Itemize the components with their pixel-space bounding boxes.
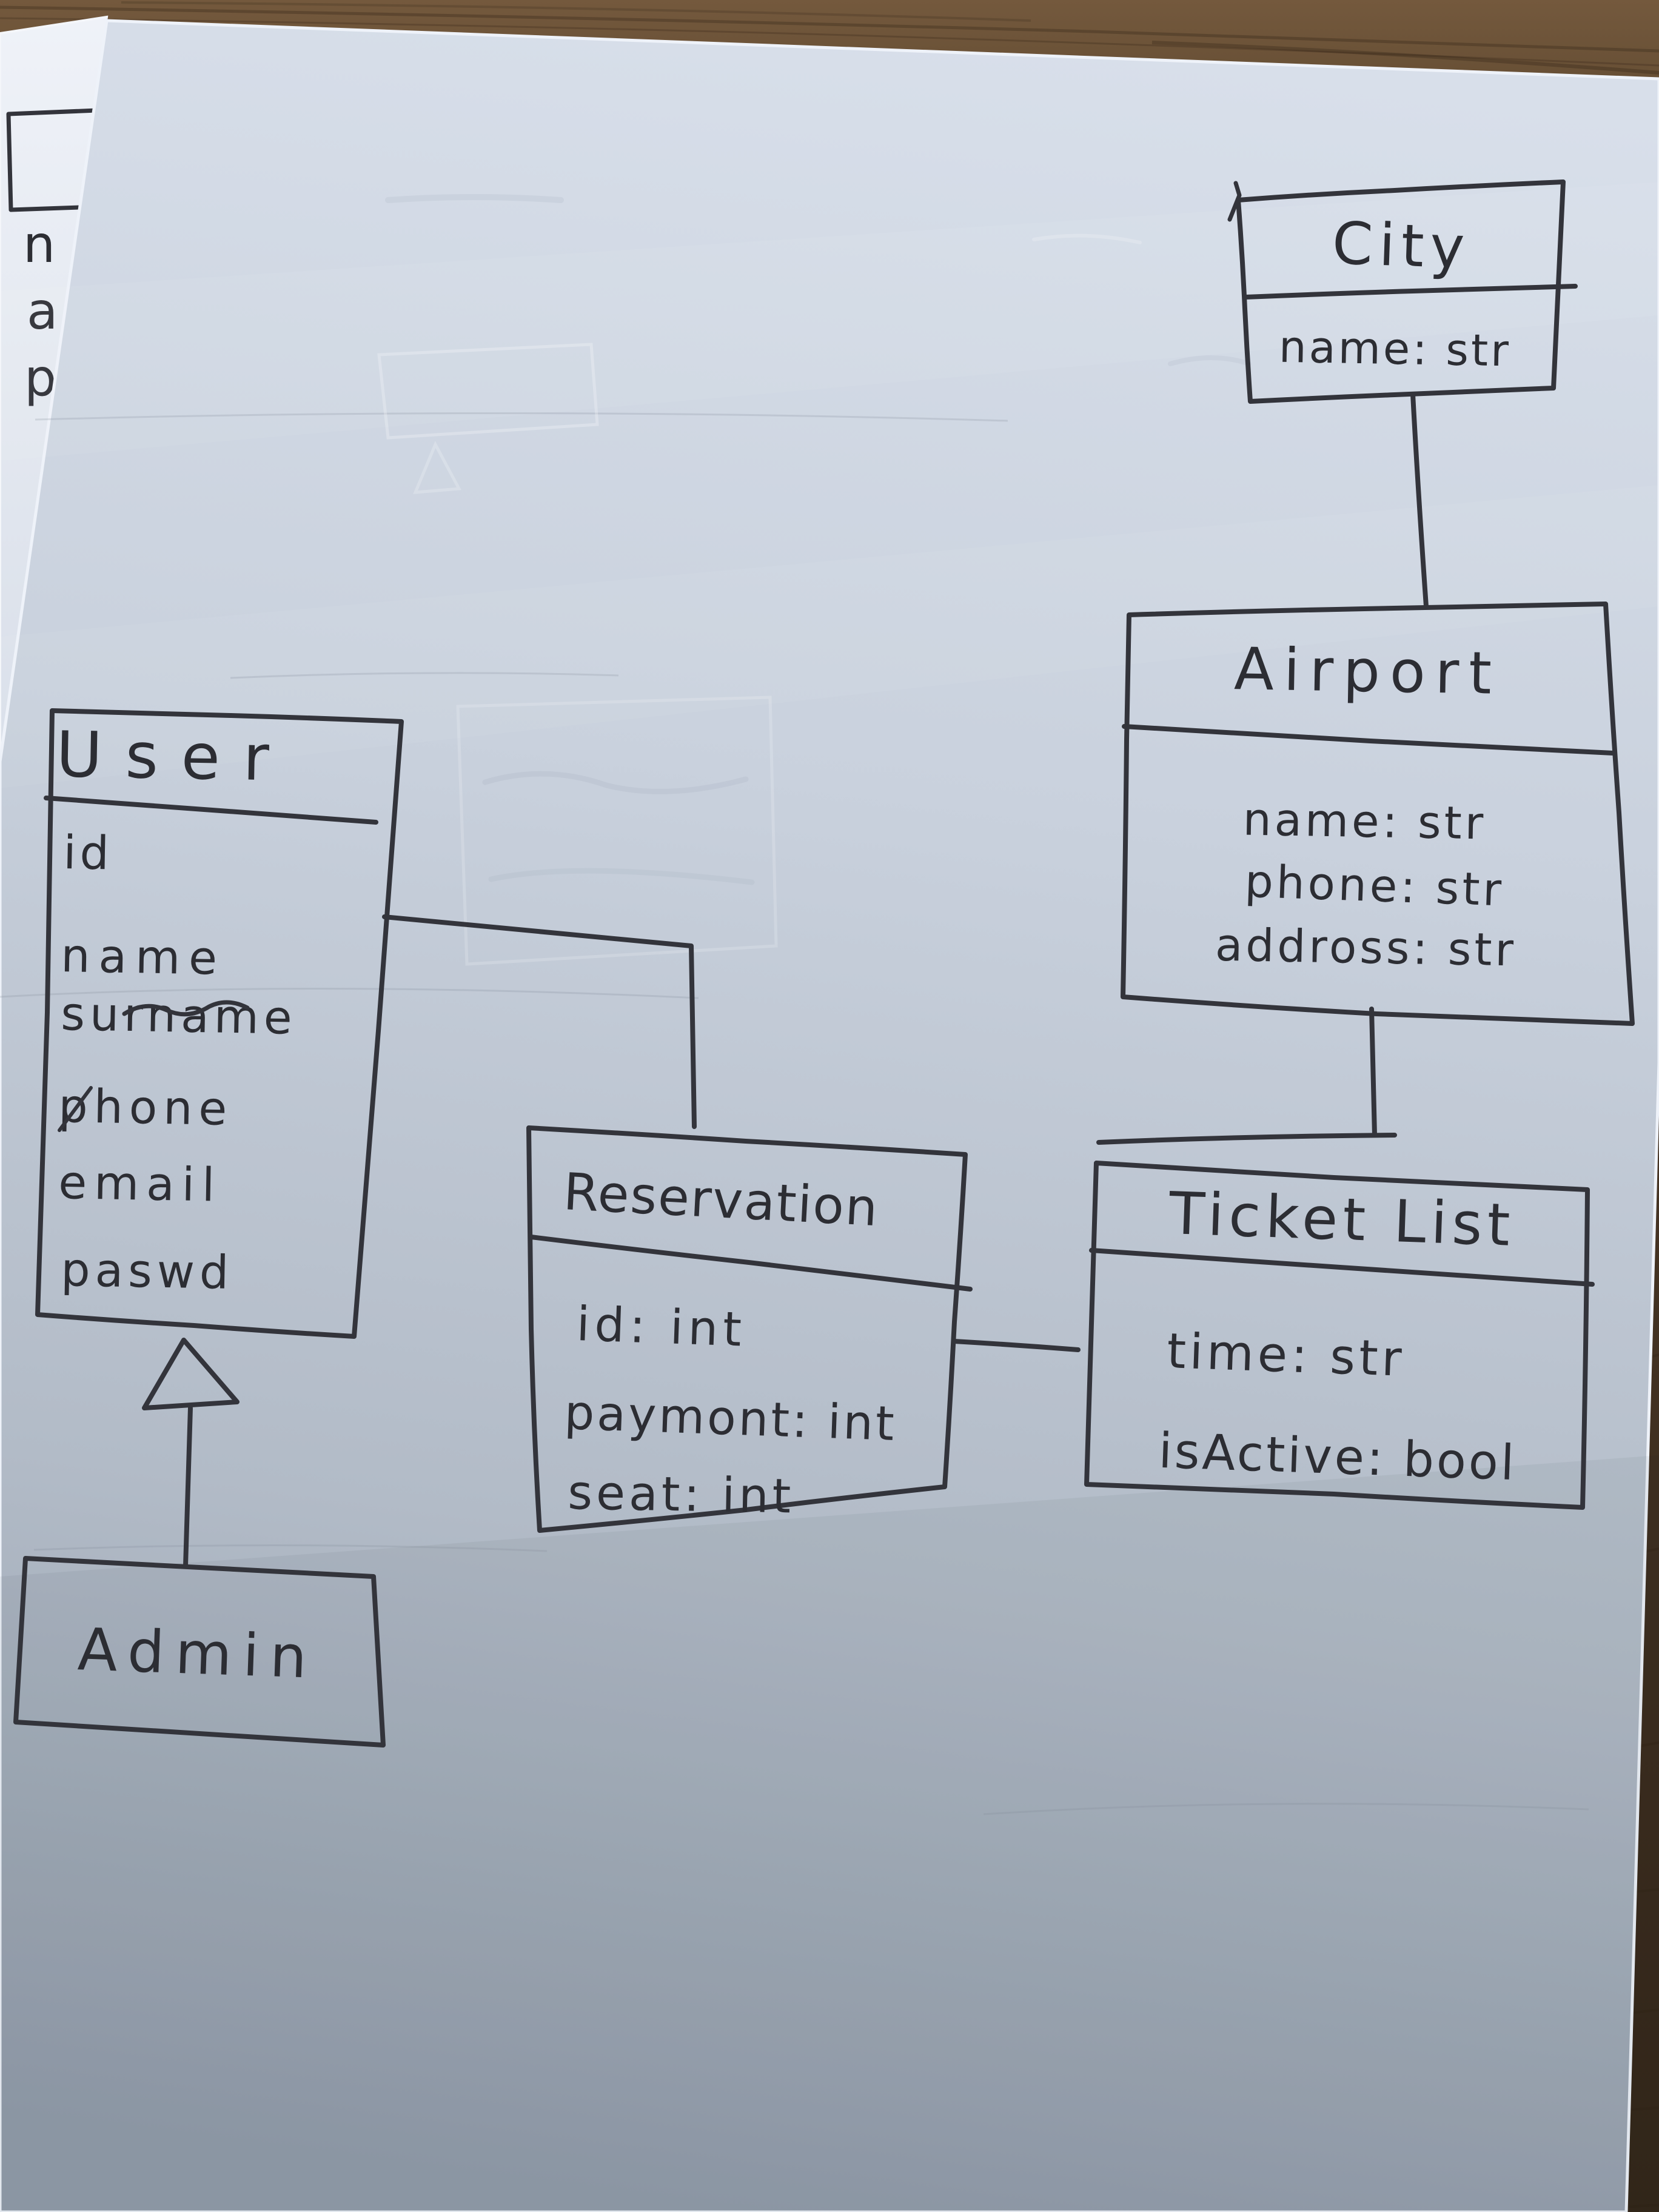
admin-title: Admin <box>76 1615 319 1692</box>
admin-outline <box>13 1556 386 1748</box>
reservation-attr-id: id: int <box>575 1297 747 1358</box>
ticket-list-divider <box>1089 1248 1595 1287</box>
relation-airport-ticketlist <box>1369 1007 1377 1138</box>
user-outline <box>35 708 404 1339</box>
city-divider <box>1243 284 1578 300</box>
ticket-list-title: Ticket List <box>1167 1179 1516 1259</box>
surname-scribble <box>122 1000 250 1017</box>
ticket-list-stray-line <box>1096 1133 1397 1145</box>
phone-p-slash <box>58 1086 93 1132</box>
city-corner-tick <box>1227 181 1242 222</box>
relation-city-airport <box>1410 392 1429 609</box>
fragment-letter-a: a <box>27 281 58 341</box>
background-fragment-box <box>6 108 99 212</box>
user-attr-phone: phone <box>58 1079 233 1136</box>
user-attr-email: email <box>58 1155 223 1212</box>
paper-creases <box>0 412 1589 1815</box>
airport-outline <box>1121 602 1635 1026</box>
user-divider <box>44 796 378 825</box>
class-box-user: User id name surname phone email paswd <box>35 708 404 1339</box>
paper-lighting <box>0 182 1659 2212</box>
city-outline <box>1236 179 1566 404</box>
user-attr-id: id <box>63 825 113 880</box>
class-box-airport: Airport name: str phone: str addross: st… <box>1121 602 1635 1026</box>
airport-attr-phone: phone: str <box>1244 856 1505 917</box>
user-title: User <box>56 717 293 796</box>
city-title: City <box>1331 209 1472 282</box>
sheet-main <box>0 19 1659 2212</box>
ticket-list-attr-isactive: isActive: bool <box>1158 1423 1518 1492</box>
relation-user-reservation <box>382 914 697 1129</box>
reservation-attr-seat: seat: int <box>568 1466 795 1524</box>
inheritance-arrow-icon <box>142 1338 240 1410</box>
reservation-outline <box>526 1125 968 1533</box>
ticket-list-outline <box>1084 1161 1590 1510</box>
fragment-letter-n: n <box>23 215 55 274</box>
airport-attr-name: name: str <box>1242 794 1487 850</box>
reservation-attr-payment: paymont: int <box>563 1386 897 1452</box>
user-attr-password: paswd <box>61 1242 234 1299</box>
airport-attr-address: addross: str <box>1215 919 1517 977</box>
ghost-impressions <box>377 194 1252 966</box>
city-attr-name: name: str <box>1278 321 1511 377</box>
relations <box>142 392 1429 1568</box>
class-box-city: City name: str <box>1227 179 1578 404</box>
user-attr-name: name <box>61 928 226 985</box>
airport-title: Airport <box>1233 635 1501 708</box>
airport-divider <box>1122 724 1615 756</box>
reservation-divider <box>529 1235 973 1292</box>
ticket-list-attr-time: time: str <box>1166 1322 1406 1387</box>
class-box-admin: Admin <box>13 1556 386 1748</box>
relation-reservation-ticketlist <box>952 1339 1081 1352</box>
inheritance-stem <box>183 1406 193 1568</box>
relation-admin-user-inheritance <box>142 1338 240 1568</box>
class-box-ticket-list: Ticket List time: str isActive: bool <box>1084 1133 1595 1510</box>
